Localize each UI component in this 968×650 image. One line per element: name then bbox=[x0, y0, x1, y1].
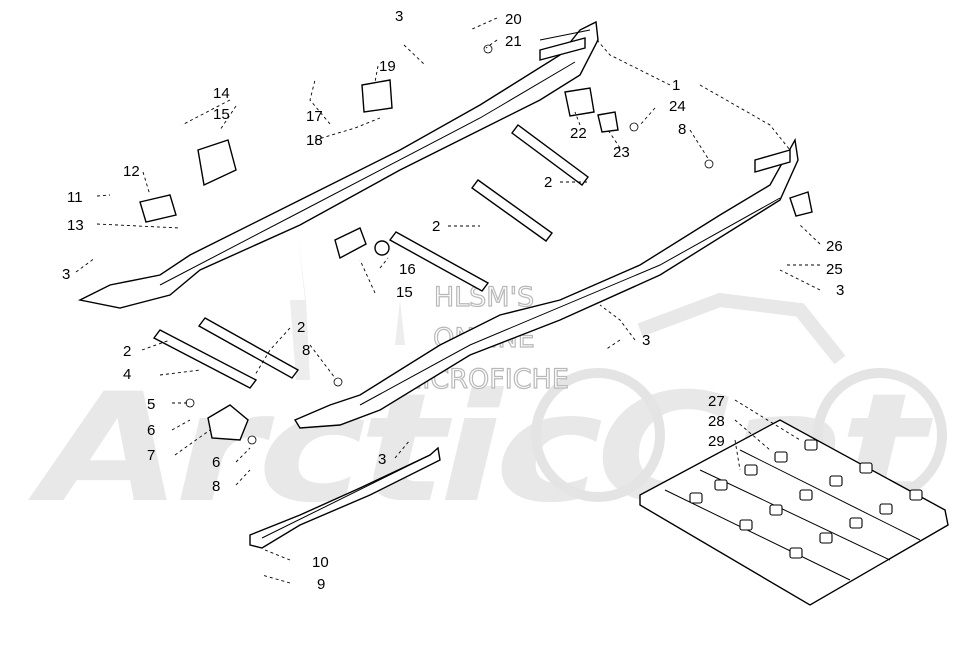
callout-3: 3 bbox=[836, 282, 844, 299]
cross-shafts bbox=[152, 124, 589, 389]
callout-2: 2 bbox=[297, 319, 305, 336]
callout-25: 25 bbox=[826, 261, 843, 278]
plate-14 bbox=[197, 139, 237, 187]
callout-6: 6 bbox=[212, 454, 220, 471]
callout-6: 6 bbox=[147, 422, 155, 439]
callout-27: 27 bbox=[708, 393, 725, 410]
callout-15: 15 bbox=[213, 106, 230, 123]
callout-17: 17 bbox=[306, 108, 323, 125]
callout-23: 23 bbox=[613, 144, 630, 161]
callout-7: 7 bbox=[147, 447, 155, 464]
callout-16: 16 bbox=[399, 261, 416, 278]
callout-8: 8 bbox=[678, 121, 686, 138]
bracket-22 bbox=[564, 87, 595, 117]
spacer-23 bbox=[597, 111, 619, 133]
callout-2: 2 bbox=[544, 174, 552, 191]
callout-3: 3 bbox=[395, 8, 403, 25]
callout-12: 12 bbox=[123, 163, 140, 180]
callout-11: 11 bbox=[67, 189, 83, 206]
callouts: 1 2 2 2 2 3 3 3 3 3 4 5 6 6 7 8 8 8 9 10… bbox=[62, 8, 844, 593]
callout-10: 10 bbox=[312, 554, 329, 571]
callout-5: 5 bbox=[147, 396, 155, 413]
callout-20: 20 bbox=[505, 11, 522, 28]
callout-8: 8 bbox=[302, 342, 310, 359]
callout-15: 15 bbox=[396, 284, 413, 301]
callout-8: 8 bbox=[212, 478, 220, 495]
callout-14: 14 bbox=[213, 85, 230, 102]
callout-2: 2 bbox=[123, 343, 131, 360]
callout-4: 4 bbox=[123, 366, 131, 383]
rail-back bbox=[77, 20, 599, 309]
slide-rail bbox=[249, 446, 441, 549]
bracket-26 bbox=[789, 191, 813, 217]
callout-26: 26 bbox=[826, 238, 843, 255]
callout-19: 19 bbox=[379, 58, 396, 75]
callout-22: 22 bbox=[570, 125, 587, 142]
callout-21: 21 bbox=[505, 33, 522, 50]
callout-3: 3 bbox=[642, 332, 650, 349]
hardware bbox=[139, 44, 813, 445]
callout-13: 13 bbox=[67, 217, 84, 234]
callout-29: 29 bbox=[708, 433, 725, 450]
callout-24: 24 bbox=[669, 98, 686, 115]
callout-28: 28 bbox=[708, 413, 725, 430]
wheel-7 bbox=[207, 404, 249, 441]
bracket-15 bbox=[334, 227, 367, 260]
callout-1: 1 bbox=[672, 77, 680, 94]
callout-3: 3 bbox=[62, 266, 70, 283]
track-belt bbox=[639, 419, 949, 606]
callout-2: 2 bbox=[432, 218, 440, 235]
leader-lines bbox=[75, 17, 821, 584]
callout-18: 18 bbox=[306, 132, 323, 149]
rail-front bbox=[293, 137, 799, 429]
bumper-block-12 bbox=[139, 194, 177, 223]
bushing-16 bbox=[374, 240, 390, 256]
bracket-19 bbox=[361, 79, 393, 113]
callout-9: 9 bbox=[317, 576, 325, 593]
callout-3: 3 bbox=[378, 451, 386, 468]
